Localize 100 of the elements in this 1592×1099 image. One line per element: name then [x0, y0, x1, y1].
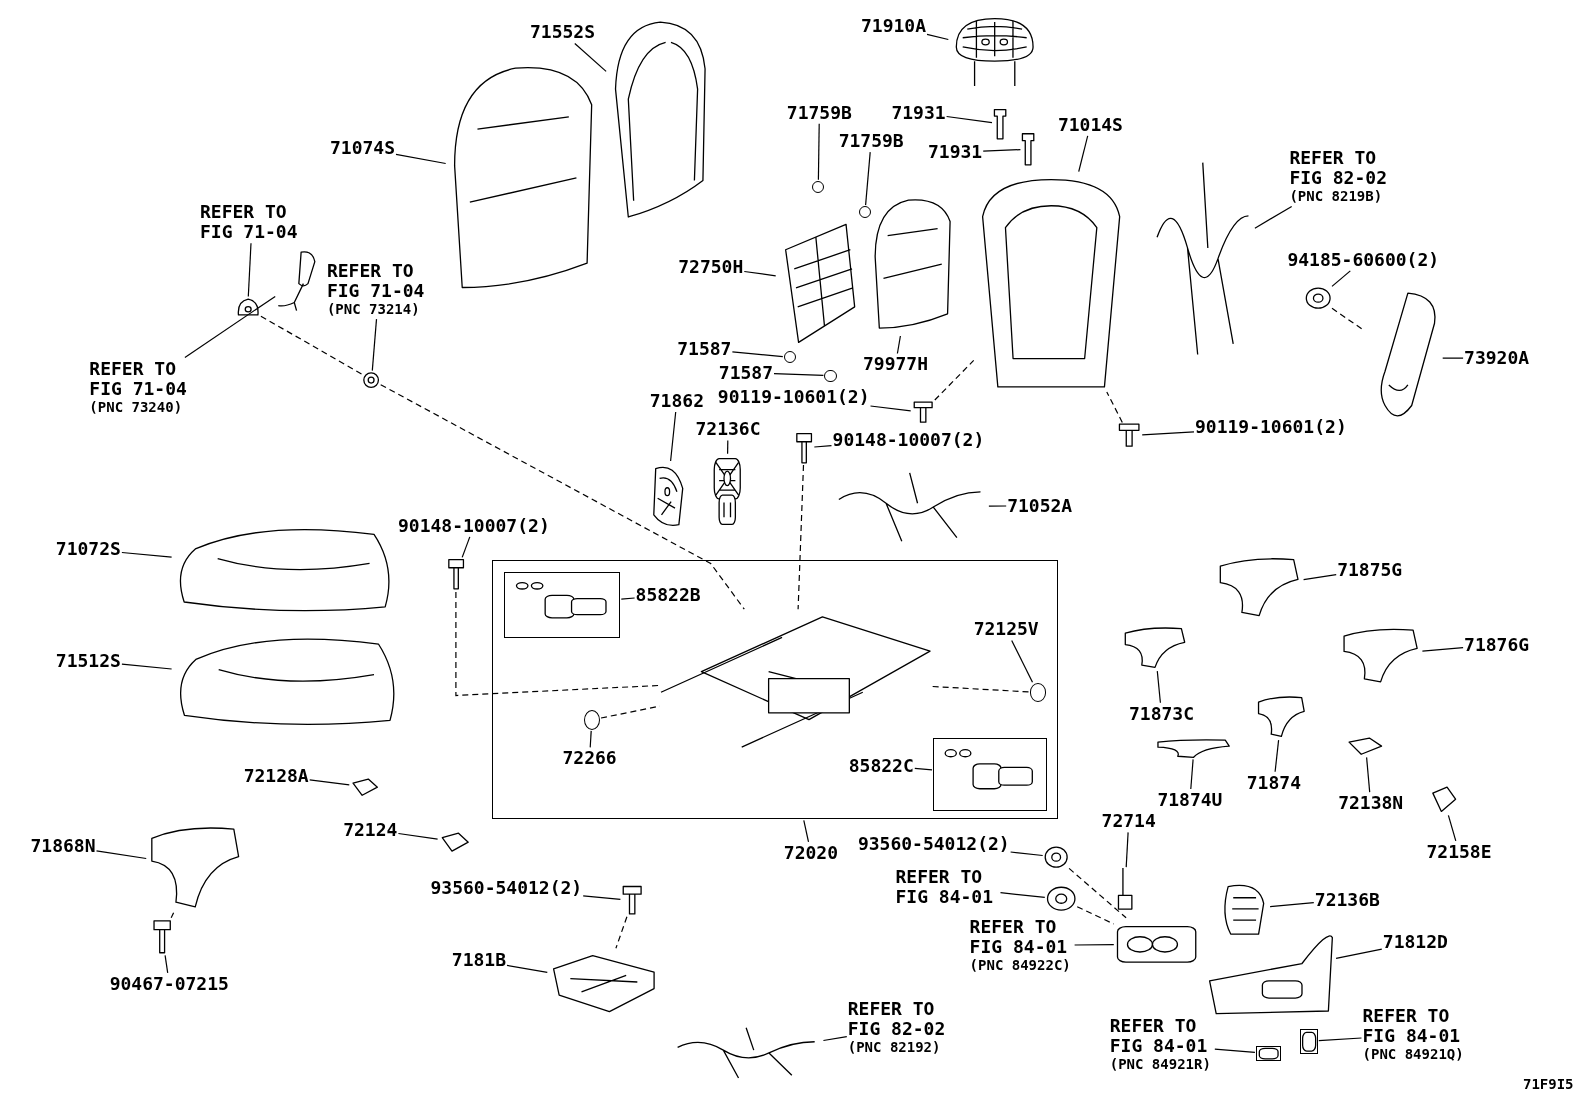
pnc-number: (PNC 8219B) — [1289, 188, 1384, 206]
part-number: 71052A — [1007, 495, 1073, 516]
part-number: 71874U — [1157, 790, 1223, 811]
part-number: 72136C — [695, 419, 761, 440]
part-number: 71868N — [30, 835, 96, 856]
part-number: 71759B — [838, 131, 904, 152]
motor-kit-box — [503, 571, 621, 638]
part-number: 71552S — [530, 22, 595, 43]
nut-drawing — [363, 371, 380, 388]
part-number: 72158E — [1426, 841, 1492, 862]
leader-line — [896, 335, 901, 355]
assembly-line — [260, 315, 364, 376]
leader-line — [1318, 1037, 1363, 1042]
leader-line — [946, 115, 993, 124]
assembly-line — [380, 384, 745, 610]
leader-line — [1010, 851, 1044, 857]
part-number: 71910A — [860, 16, 926, 37]
part-number: 71587 — [718, 362, 773, 383]
leader-line — [506, 964, 548, 973]
headrest-guide-drawing — [992, 107, 1008, 141]
part-number: 93560-54012(2) — [430, 878, 583, 899]
pnc-number: (PNC 84921R) — [1109, 1056, 1212, 1074]
assembly-line — [1106, 391, 1123, 423]
reference-note: REFER TO FIG 71-04 — [200, 202, 299, 243]
bolt-drawing — [446, 558, 465, 591]
part-number: 7181B — [451, 950, 506, 971]
leader-line — [727, 439, 729, 455]
part-number: 72125V — [973, 619, 1039, 640]
leader-line — [589, 730, 592, 748]
leader-line — [731, 351, 784, 358]
knob-drawing — [1255, 1045, 1282, 1061]
leader-line — [1269, 902, 1315, 908]
clip-drawing — [152, 918, 173, 955]
reference-note: REFER TO FIG 84-01 — [895, 867, 995, 908]
part-number: 85822C — [848, 755, 914, 776]
knob-drawing — [1299, 1028, 1318, 1054]
reference-note: REFER TO FIG 82-02 — [847, 999, 947, 1040]
leader-line — [1442, 357, 1464, 359]
leader-line — [395, 153, 447, 165]
leader-line — [803, 819, 810, 843]
part-number: 71862 — [649, 391, 704, 412]
leader-line — [620, 597, 636, 600]
part-number: 72136B — [1314, 889, 1380, 910]
leader-line — [1274, 739, 1280, 773]
leader-line — [121, 551, 173, 558]
leader-line — [397, 832, 439, 840]
leader-line — [1447, 814, 1457, 842]
leader-line — [1331, 270, 1351, 287]
leader-line — [982, 149, 1021, 152]
bolt-drawing — [1116, 423, 1142, 448]
part-number: 90119-10601(2) — [1195, 417, 1347, 438]
part-number: 90148-10007(2) — [398, 515, 550, 536]
knob-drawing — [1045, 886, 1077, 912]
leader-line — [121, 663, 173, 670]
assembly-line — [455, 591, 661, 697]
pnc-number: (PNC 73240) — [89, 398, 184, 416]
leader-line — [999, 892, 1046, 898]
part-number: 71931 — [928, 142, 983, 163]
leader-line — [1156, 670, 1161, 704]
reference-note: REFER TO FIG 84-01 — [1109, 1016, 1209, 1057]
part-number: 71512S — [55, 650, 121, 671]
leader-line — [813, 445, 833, 448]
part-number: 71874 — [1246, 772, 1301, 793]
motor-kit-box — [933, 738, 1047, 812]
leader-line — [988, 505, 1007, 507]
part-number: 71074S — [329, 138, 395, 159]
leader-line — [309, 779, 350, 786]
part-number: 72128A — [243, 765, 309, 786]
leader-line — [1141, 431, 1195, 436]
part-number: 71587 — [677, 339, 732, 360]
leader-line — [1214, 1048, 1256, 1053]
leader-line — [1303, 574, 1337, 581]
assembly-line — [930, 685, 1030, 693]
leader-line — [1421, 647, 1464, 652]
part-number: 71014S — [1057, 114, 1123, 135]
part-number: 71876G — [1464, 634, 1530, 655]
bolt-drawing — [795, 431, 814, 464]
part-number: 90119-10601(2) — [717, 387, 870, 407]
leader-line — [1366, 756, 1371, 793]
leader-line — [1125, 831, 1129, 868]
part-number: 72020 — [783, 842, 838, 863]
leader-line — [1074, 944, 1115, 946]
part-number: 72124 — [343, 819, 398, 840]
part-number: 71875G — [1337, 559, 1403, 580]
part-number: 79977H — [863, 354, 929, 375]
leader-line — [743, 270, 777, 277]
leader-line — [574, 42, 607, 72]
leader-line — [164, 954, 169, 974]
part-number: 71873C — [1129, 703, 1195, 724]
pnc-number: (PNC 84922C) — [969, 956, 1072, 974]
reference-note: REFER TO FIG 71-04 — [326, 261, 426, 302]
part-number: 94185-60600(2) — [1287, 249, 1440, 270]
leader-line — [1011, 639, 1034, 683]
part-number: 71931 — [891, 102, 946, 123]
part-number: 93560-54012(2) — [857, 833, 1010, 854]
assembly-line — [170, 912, 175, 919]
part-number: 71812D — [1382, 932, 1448, 953]
leader-line — [914, 767, 933, 771]
part-number: 90148-10007(2) — [832, 429, 985, 450]
assembly-line — [934, 359, 975, 401]
